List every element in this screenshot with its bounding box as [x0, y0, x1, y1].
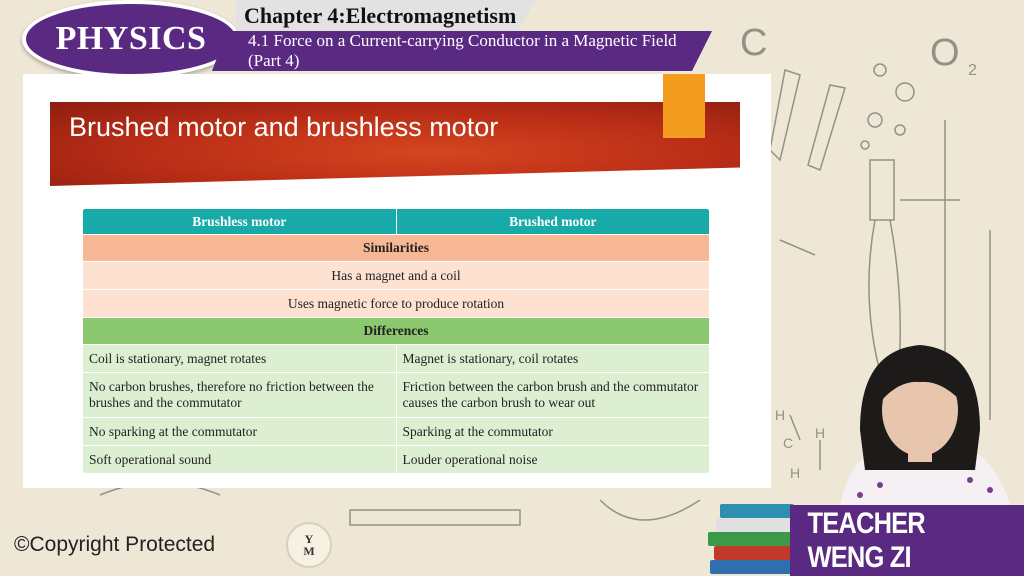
brushed-cell: Magnet is stationary, coil rotates	[395, 344, 710, 373]
chapter-banner: Chapter 4:Electromagnetism	[236, 0, 536, 31]
comparison-table: Brushless motor Brushed motor Similariti…	[82, 208, 710, 474]
physics-logo: PHYSICS	[22, 0, 240, 78]
table-row: Coil is stationary, magnet rotates Magne…	[82, 344, 710, 373]
subtopic-banner: 4.1 Force on a Current-carrying Conducto…	[212, 31, 712, 71]
similarities-heading: Similarities	[82, 234, 710, 262]
subject-title: PHYSICS	[55, 20, 207, 57]
ym-logo: Y M	[286, 522, 332, 568]
differences-heading: Differences	[82, 317, 710, 345]
brushless-cell: Coil is stationary, magnet rotates	[82, 344, 397, 373]
table-row: No carbon brushes, therefore no friction…	[82, 372, 710, 418]
sketch-label-c: C	[740, 22, 767, 64]
slide-title: Brushed motor and brushless motor	[69, 112, 499, 142]
brushed-cell: Louder operational noise	[395, 445, 710, 474]
brushless-cell: Soft operational sound	[82, 445, 397, 474]
brushed-cell: Sparking at the commutator	[395, 417, 710, 446]
column-header-brushed: Brushed motor	[395, 208, 710, 235]
ym-logo-top: Y	[304, 532, 314, 546]
column-header-brushless: Brushless motor	[82, 208, 397, 235]
brushless-cell: No carbon brushes, therefore no friction…	[82, 372, 397, 418]
books-icon	[708, 504, 800, 574]
table-row: No sparking at the commutator Sparking a…	[82, 417, 710, 446]
teacher-banner: TEACHER WENG ZI	[790, 505, 1024, 576]
table-row: Soft operational sound Louder operationa…	[82, 445, 710, 474]
presenter-video	[840, 345, 1010, 505]
similarity-item: Has a magnet and a coil	[82, 261, 710, 290]
sketch-label-o: O	[930, 32, 960, 74]
teacher-name: TEACHER WENG ZI	[807, 506, 926, 574]
similarities-heading-row: Similarities	[82, 234, 710, 262]
brushed-cell: Friction between the carbon brush and th…	[395, 372, 710, 418]
copyright-notice: ©Copyright Protected	[14, 533, 216, 556]
sketch-label-c2: C	[783, 435, 793, 451]
brushless-cell: No sparking at the commutator	[82, 417, 397, 446]
table-row: Uses magnetic force to produce rotation	[82, 289, 710, 318]
sketch-label-2: 2	[968, 62, 977, 79]
sketch-label-h1: H	[775, 407, 785, 423]
chapter-title: Chapter 4:Electromagnetism	[244, 2, 517, 28]
sketch-label-h3: H	[790, 465, 800, 481]
accent-square	[663, 74, 705, 138]
table-row: Has a magnet and a coil	[82, 261, 710, 290]
differences-heading-row: Differences	[82, 317, 710, 345]
table-header-row: Brushless motor Brushed motor	[82, 208, 710, 235]
ym-logo-bottom: M	[303, 544, 315, 558]
lesson-slide: Brushed motor and brushless motor Brushl…	[23, 74, 771, 488]
sketch-label-h2: H	[815, 425, 825, 441]
subtopic-title: 4.1 Force on a Current-carrying Conducto…	[248, 31, 677, 70]
similarity-item: Uses magnetic force to produce rotation	[82, 289, 710, 318]
